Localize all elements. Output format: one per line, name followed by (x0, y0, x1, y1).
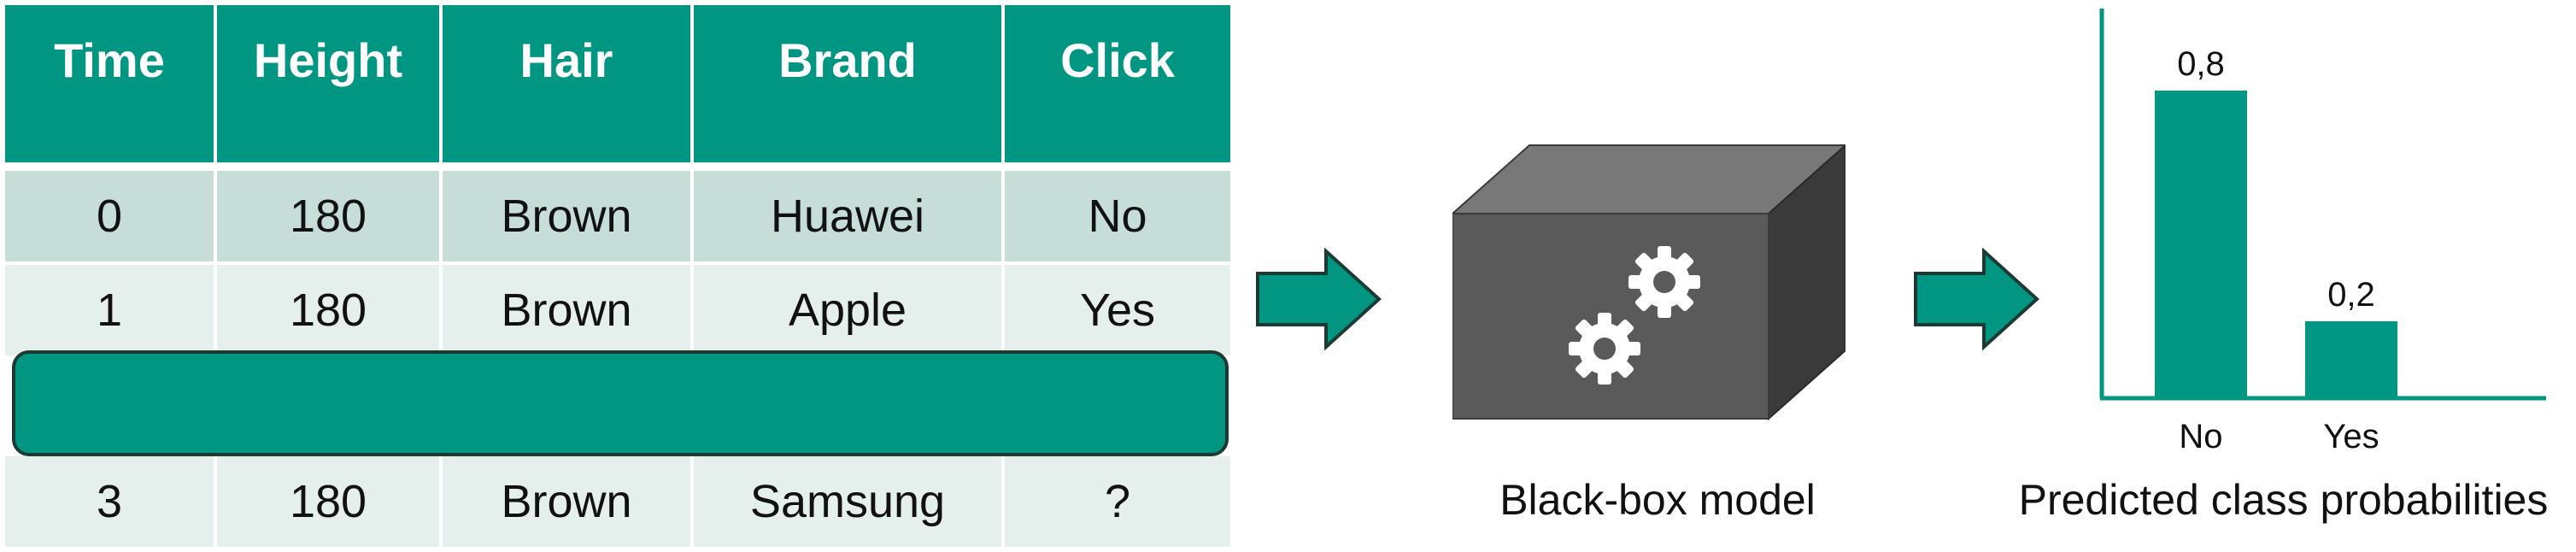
masked-row-bar (12, 350, 1229, 456)
chart-caption: Predicted class probabilities (2018, 476, 2549, 524)
table-cell: Apple (694, 265, 1001, 355)
table-cell: Huawei (694, 171, 1001, 261)
arrow-right-icon (1914, 248, 2039, 350)
table-cell: No (1005, 171, 1230, 261)
data-label: 0,8 (2177, 45, 2225, 83)
table-cell: ? (1005, 456, 1230, 547)
table-cell: Samsung (694, 456, 1001, 547)
gears-icon (1569, 246, 1700, 385)
x-tick-label: Yes (2323, 418, 2379, 455)
header-hair: Hair (443, 5, 690, 162)
header-time: Time (5, 5, 214, 162)
header-height: Height (217, 5, 439, 162)
header-click: Click (1005, 5, 1230, 162)
table-cell: Brown (443, 456, 690, 547)
arrow-right-icon (1256, 248, 1382, 350)
table-cell: 180 (217, 456, 439, 547)
data-label: 0,2 (2327, 276, 2375, 314)
table-cell: Yes (1005, 265, 1230, 355)
model-label: Black-box model (1499, 476, 1816, 524)
header-brand: Brand (694, 5, 1001, 162)
table-cell: 3 (5, 456, 214, 547)
input-table: Time Height Hair Brand Click 0 180 Brown… (0, 0, 1230, 552)
x-tick-label: No (2179, 418, 2222, 455)
table-cell: Brown (443, 171, 690, 261)
bar-no (2155, 91, 2247, 398)
black-box-model (1452, 144, 1845, 421)
table-cell: 0 (5, 171, 214, 261)
bar-yes (2305, 321, 2397, 398)
table-cell: 180 (217, 265, 439, 355)
table-cell: Brown (443, 265, 690, 355)
table-cell: 1 (5, 265, 214, 355)
table-cell: 180 (217, 171, 439, 261)
